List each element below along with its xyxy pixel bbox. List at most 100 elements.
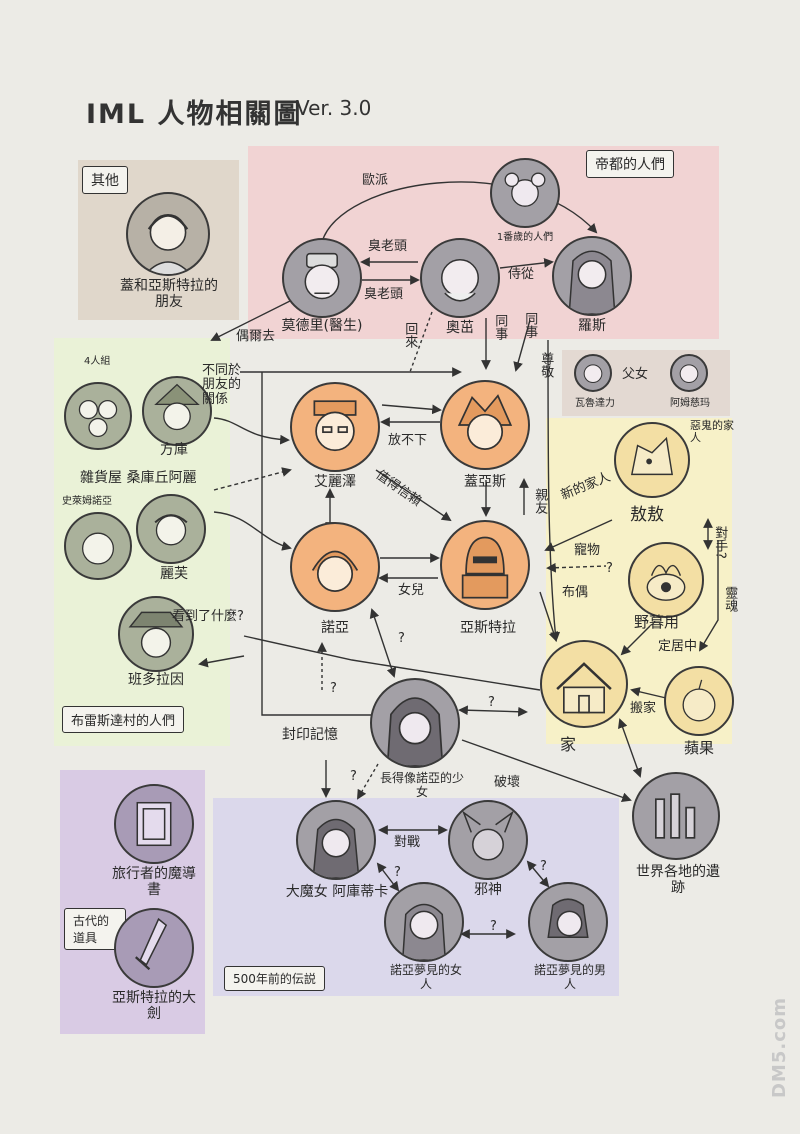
name-ruins: 世界各地的遺跡 bbox=[636, 864, 720, 897]
node-witch[interactable] bbox=[296, 800, 376, 880]
node-noah-woman[interactable] bbox=[384, 882, 464, 962]
name-friend: 蓋和亞斯特拉的朋友 bbox=[120, 278, 218, 311]
node-ruins[interactable] bbox=[632, 772, 720, 860]
name-fangku: 方庫 bbox=[160, 442, 188, 458]
node-daughter[interactable] bbox=[670, 354, 708, 392]
rel-duishou: 對手? bbox=[712, 526, 728, 559]
rel-ouer: 偶爾去 bbox=[236, 329, 276, 344]
name-noah-man: 諾亞夢見的男人 bbox=[533, 963, 606, 991]
name-sword: 亞斯特拉的大劍 bbox=[112, 990, 196, 1023]
rel-qinyou: 親友 bbox=[532, 488, 548, 514]
label-capital: 帝都的人們 bbox=[586, 150, 674, 178]
name-daughter: 阿姆慈玛 bbox=[670, 398, 710, 409]
node-rose[interactable] bbox=[552, 236, 632, 316]
rel-pohuai: 破壞 bbox=[494, 775, 521, 790]
node-yemahe[interactable] bbox=[628, 542, 704, 618]
link-hooded-witch bbox=[357, 763, 379, 800]
rel-kandao: 看到了什麼? bbox=[172, 609, 244, 624]
name-apple: 蘋果 bbox=[684, 739, 715, 757]
rel-linghun: 靈魂 bbox=[722, 586, 738, 612]
name-astra: 亞斯特拉 bbox=[460, 620, 516, 636]
link-elisa-gaias bbox=[381, 404, 442, 415]
name-noah-woman: 諾亞夢見的女人 bbox=[389, 963, 462, 991]
rel-nver: 女兒 bbox=[398, 583, 425, 598]
name-store: 雜貨屋 桑庫丘阿麗 bbox=[80, 470, 197, 486]
node-noah-man[interactable] bbox=[528, 882, 608, 962]
name-witch: 大魔女 阿庫蒂卡 bbox=[285, 884, 389, 900]
name-four-group: 4人組 bbox=[84, 356, 111, 367]
name-aomiao: 奧茁 bbox=[446, 320, 474, 336]
rel-fuyin: 封印記憶 bbox=[282, 727, 338, 743]
rel-q3: ? bbox=[488, 695, 495, 710]
label-village: 布雷斯達村的人們 bbox=[62, 706, 185, 733]
rel-zhidexinlai: 值得信賴 bbox=[372, 467, 424, 510]
node-friend[interactable] bbox=[126, 192, 210, 276]
rel-q4: ? bbox=[350, 769, 357, 784]
node-shirley[interactable] bbox=[64, 512, 132, 580]
rel-q6: ? bbox=[540, 859, 547, 874]
rel-zunjing: 尊敬 bbox=[538, 352, 554, 378]
node-four-group[interactable] bbox=[64, 382, 132, 450]
rel-shicong: 侍從 bbox=[508, 267, 535, 282]
node-evilgod[interactable] bbox=[448, 800, 528, 880]
name-gaias: 蓋亞斯 bbox=[464, 474, 506, 490]
page-title: IML 人物相關圖 bbox=[86, 99, 303, 130]
node-sword[interactable] bbox=[114, 908, 194, 988]
link-hooded-home bbox=[458, 705, 528, 717]
node-bandolaen[interactable] bbox=[118, 596, 194, 672]
name-yemahe: 野暮用 bbox=[634, 613, 680, 631]
rel-chongwu: 寵物 bbox=[574, 543, 601, 558]
name-elisa: 艾麗澤 bbox=[314, 474, 356, 490]
rel-q1: ? bbox=[398, 631, 405, 646]
name-noah: 諾亞 bbox=[321, 620, 349, 636]
watermark: DM5.com bbox=[769, 996, 790, 1098]
name-grimoire: 旅行者的魔導書 bbox=[112, 866, 196, 899]
rel-q8: ? bbox=[606, 561, 613, 576]
node-apple[interactable] bbox=[664, 666, 734, 736]
name-bandolaen: 班多拉因 bbox=[128, 672, 184, 688]
node-home[interactable] bbox=[540, 640, 628, 728]
rel-huilai: 回來 bbox=[402, 322, 418, 348]
rel-fuxinv: 父女 bbox=[622, 367, 649, 382]
version-label: Ver. 3.0 bbox=[296, 96, 372, 120]
link-hooded-ruins bbox=[461, 739, 632, 802]
name-evilgod: 邪神 bbox=[474, 882, 502, 898]
rel-oupai: 歐派 bbox=[362, 173, 389, 188]
link-bando-home bbox=[243, 635, 541, 691]
rel-buou: 布偶 bbox=[562, 585, 589, 600]
node-gaias[interactable] bbox=[440, 380, 530, 470]
node-astra[interactable] bbox=[440, 520, 530, 610]
node-mordred[interactable] bbox=[282, 238, 362, 318]
rel-chou2: 臭老頭 bbox=[364, 287, 404, 302]
name-top-people: 1番歲的人們 bbox=[496, 232, 554, 243]
name-mordred: 莫德里(醫生) bbox=[281, 318, 363, 334]
rel-egui: 惡鬼的家人 bbox=[690, 419, 734, 445]
node-noah[interactable] bbox=[290, 522, 380, 612]
rel-duizhan: 對戰 bbox=[394, 835, 421, 850]
rel-chou1: 臭老頭 bbox=[368, 239, 408, 254]
rel-banjia: 搬家 bbox=[630, 701, 657, 716]
rel-q5: ? bbox=[394, 865, 401, 880]
name-lifu: 麗芙 bbox=[160, 566, 188, 582]
label-legend: 500年前的伝説 bbox=[224, 966, 325, 991]
node-top-people[interactable] bbox=[490, 158, 560, 228]
node-aomiao[interactable] bbox=[420, 238, 500, 318]
name-shirley: 史萊姆諾亞 bbox=[62, 496, 112, 507]
node-elisa[interactable] bbox=[290, 382, 380, 472]
node-lifu[interactable] bbox=[136, 494, 206, 564]
link-noah-hooded bbox=[369, 608, 397, 678]
node-hooded[interactable] bbox=[370, 678, 460, 768]
rel-tongshi2: 同事 bbox=[522, 312, 538, 338]
node-father[interactable] bbox=[574, 354, 612, 392]
rel-q2: ? bbox=[330, 681, 337, 696]
rel-tongshi1: 同事 bbox=[492, 314, 508, 340]
node-jiujiu[interactable] bbox=[614, 422, 690, 498]
rel-dingjuzhong: 定居中 bbox=[658, 639, 698, 654]
rel-q7: ? bbox=[490, 919, 497, 934]
name-jiujiu: 敖敖 bbox=[630, 505, 664, 525]
node-grimoire[interactable] bbox=[114, 784, 194, 864]
name-hooded: 長得像諾亞的少女 bbox=[380, 771, 465, 799]
node-fangku[interactable] bbox=[142, 376, 212, 446]
label-other: 其他 bbox=[82, 166, 128, 194]
name-father: 瓦魯達力 bbox=[575, 398, 615, 409]
